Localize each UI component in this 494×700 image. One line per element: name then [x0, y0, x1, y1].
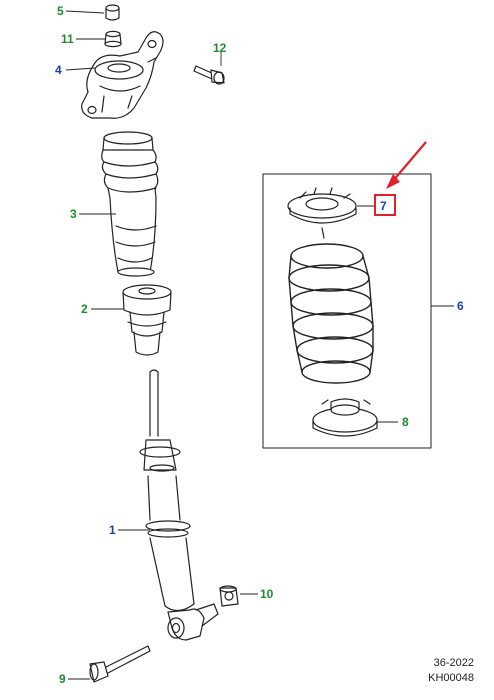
part-9-bolt [89, 645, 151, 683]
part-1-shock-absorber [139, 369, 219, 641]
callout-7: 7 [380, 199, 387, 213]
callout-6: 6 [457, 299, 464, 313]
date-code: 36-2022 [433, 657, 474, 669]
part-4-top-mount [81, 31, 164, 119]
part-3-dust-boot [101, 131, 159, 277]
callout-12: 12 [213, 41, 227, 55]
callout-9: 9 [59, 672, 66, 686]
detail-box-6 [262, 173, 432, 449]
part-8-lower-spring-seat [312, 398, 378, 437]
part-5-cap [105, 4, 120, 21]
callout-8: 8 [402, 415, 409, 429]
part-12-bolt [193, 65, 225, 85]
callout-11: 11 [61, 32, 74, 46]
leader-5 [65, 10, 105, 14]
callout-2: 2 [81, 302, 88, 316]
callout-10: 10 [260, 587, 274, 601]
leader-4 [65, 67, 96, 71]
part-10-nut [219, 585, 239, 607]
part-11-nut [104, 30, 122, 48]
red-arrow-icon [386, 141, 427, 189]
coil-spring [288, 243, 374, 384]
callout-1: 1 [109, 523, 116, 537]
callout-7-highlight-box [374, 194, 396, 216]
part-2-bump-stop [122, 284, 172, 356]
callout-4: 4 [55, 63, 62, 77]
drawing-id: KH00048 [428, 672, 474, 684]
callout-3: 3 [70, 207, 77, 221]
callout-5: 5 [57, 4, 64, 18]
part-7-upper-spring-seat [287, 187, 357, 239]
